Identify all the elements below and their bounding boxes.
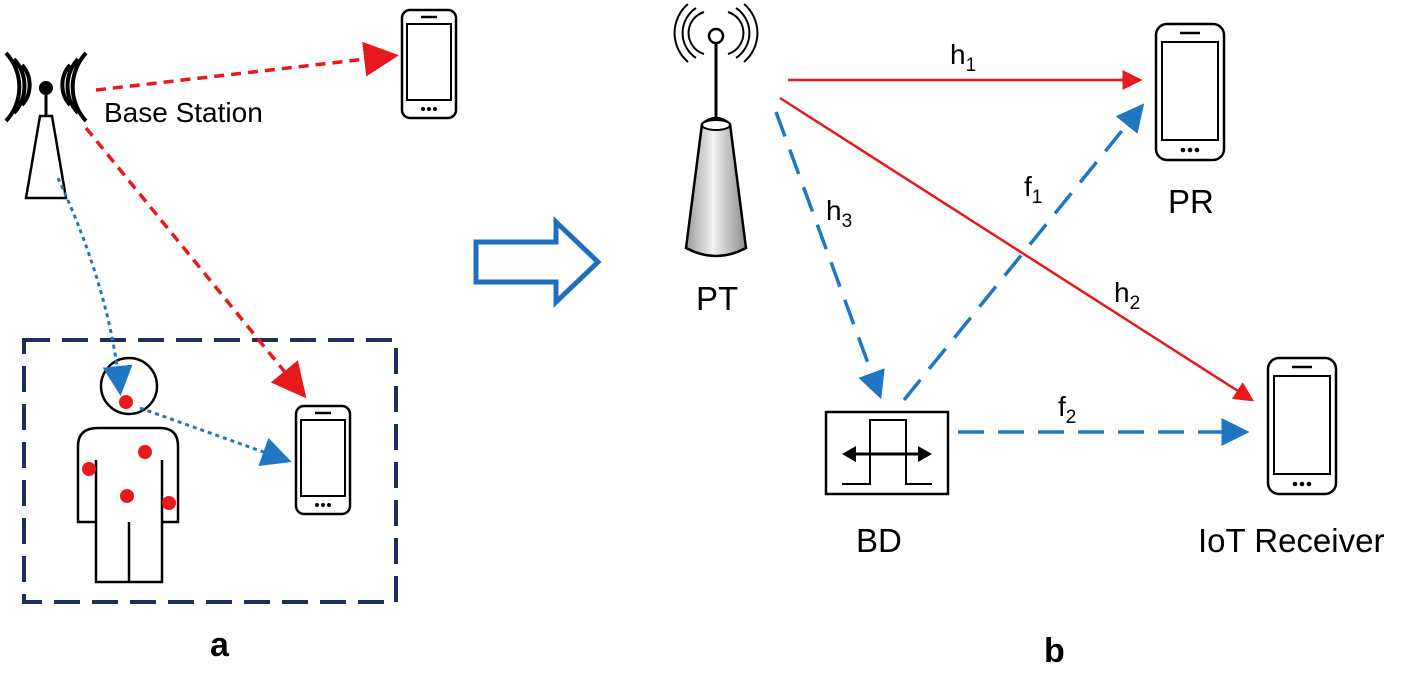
pt-antenna-icon [673,3,759,258]
sensor-dot [119,395,133,409]
base-station-icon [4,51,88,200]
pr-phone-icon [1154,22,1226,162]
link-bs-to-head-sensor [56,177,133,396]
label-f2: f2 [1058,391,1076,428]
sensor-dot [138,445,152,459]
sensor-dot [162,496,176,510]
iot-phone-icon [1266,356,1338,496]
transition-arrow-icon [473,216,602,308]
body-sensors [82,395,176,510]
phone-icon-top [400,8,458,120]
bd-label: BD [856,522,902,559]
link-bs-to-top-phone [95,41,399,92]
panel-a: Base Station a [4,8,458,664]
panel-a-letter: a [210,626,230,664]
pr-label: PR [1168,183,1214,220]
phone-icon-inner [294,404,352,516]
panel-b: PT PR IoT Receiver BD h1 h2 h3 f1 f2 b [673,3,1384,670]
panel-b-letter: b [1044,632,1065,670]
sensor-dot [120,489,134,503]
link-h2 [779,96,1255,402]
link-h3 [774,111,885,400]
link-f1 [902,103,1145,402]
label-f1: f1 [1024,171,1042,208]
pt-label: PT [696,280,738,317]
link-sensor-to-phone [139,406,292,467]
sensor-dot [82,462,96,476]
link-bs-to-inner-phone [84,126,307,399]
bd-device-icon [824,410,950,496]
wban-enclosure [22,338,398,604]
label-h1: h1 [950,39,976,76]
iot-receiver-label: IoT Receiver [1198,522,1384,559]
label-h3: h3 [826,195,852,232]
label-h2: h2 [1114,277,1140,314]
base-station-label: Base Station [104,97,263,128]
